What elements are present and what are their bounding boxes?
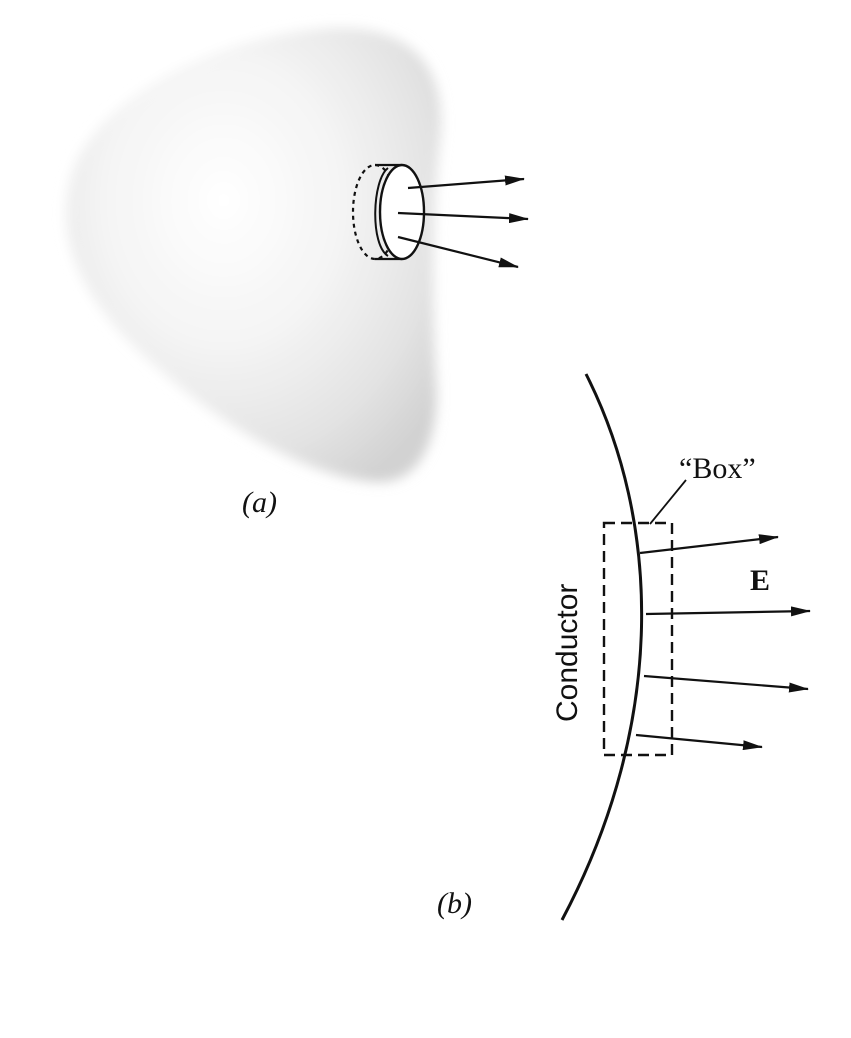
field-arrow-b-3 xyxy=(643,674,809,693)
panel-a-label: (a) xyxy=(242,486,277,519)
panel-b: “Box” E Conductor (b) xyxy=(437,373,811,921)
box-label: “Box” xyxy=(679,452,756,485)
field-arrow-b-2 xyxy=(645,606,811,617)
field-arrow-a-2 xyxy=(397,211,529,224)
panel-b-label: (b) xyxy=(437,887,472,920)
field-arrow-a-3 xyxy=(397,235,519,269)
conductor-label: Conductor xyxy=(551,584,584,722)
charged-body-blob xyxy=(66,27,441,483)
field-arrow-a-1 xyxy=(407,175,525,190)
conductor-surface xyxy=(560,373,644,921)
gaussian-box xyxy=(602,521,674,757)
box-pointer-line xyxy=(649,479,687,525)
field-label-e: E xyxy=(750,564,770,597)
field-arrow-b-1 xyxy=(639,534,779,555)
pillbox-front-face xyxy=(378,163,426,261)
panel-a: (a) xyxy=(66,27,529,519)
field-arrow-b-4 xyxy=(635,733,763,751)
